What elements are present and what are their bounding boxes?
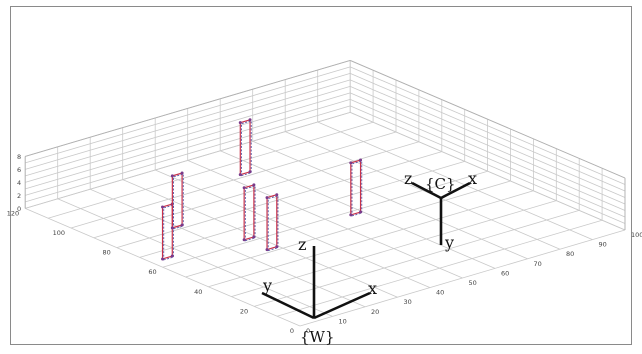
x-tick-label: 20 (371, 308, 379, 316)
rectangle-corner-marker (359, 210, 363, 214)
side-wall-grid-z (350, 86, 626, 205)
floor-grid-y (299, 229, 626, 327)
y-tick-label: 100 (53, 229, 65, 237)
rectangle-corner-marker (265, 196, 269, 200)
floor-grid-y (185, 180, 511, 278)
world-z-label: z (298, 235, 306, 254)
y-tick-label: 0 (290, 327, 294, 335)
world-frame-name: {W} (300, 328, 335, 346)
x-tick-label: 30 (404, 298, 412, 306)
rectangle-corner-marker (252, 183, 256, 187)
rectangle-corner-marker (252, 235, 256, 239)
y-tick-label: 60 (148, 268, 156, 276)
x-tick-label: 60 (501, 269, 509, 277)
side-wall-grid-z (350, 79, 626, 198)
rectangle-corner-marker (180, 223, 184, 227)
y-tick-label: 20 (240, 307, 248, 315)
floor-grid-y (231, 200, 557, 297)
y-tick-label: 80 (103, 249, 111, 257)
floor-grid-y (139, 161, 465, 258)
x-tick-label: 0 (306, 327, 310, 335)
rectangle-corner-marker (170, 254, 174, 258)
back-wall-grid-z (25, 86, 351, 183)
back-wall-grid-z (25, 99, 351, 196)
floor-grid-y (276, 219, 603, 317)
rectangle-corner-marker (161, 205, 165, 209)
rectangle-corner-marker (349, 213, 353, 217)
grid-layer (24, 59, 626, 327)
camera-x-label: x (468, 169, 477, 188)
camera-frame: x y z {C} (404, 169, 477, 252)
x-tick-label: 70 (534, 260, 542, 268)
back-wall-grid-z (25, 105, 351, 203)
rectangle-corner-marker (248, 118, 252, 122)
camera-y-label: y (444, 233, 454, 252)
back-wall-grid-z (25, 92, 351, 190)
world-frame: x y z {W} (261, 235, 377, 346)
back-wall-grid-z (25, 66, 351, 164)
floor-grid-y (254, 210, 580, 307)
rectangle-corner-marker (161, 257, 165, 261)
camera-z-axis (411, 181, 442, 200)
z-tick-label: 6 (17, 166, 21, 174)
back-wall-grid-z (25, 79, 351, 177)
z-tick-label: 4 (17, 179, 21, 187)
world-y-axis (261, 291, 315, 320)
x-tick-label: 80 (566, 250, 574, 258)
camera-z-label: z (404, 169, 412, 188)
side-wall-grid-z (350, 112, 626, 231)
rectangle-corner-marker (238, 173, 242, 177)
rectangle-corner-marker (238, 121, 242, 125)
rectangle-corner-marker (359, 158, 363, 162)
z-tick-label: 2 (17, 192, 21, 200)
floor-grid-y (47, 121, 374, 219)
floor-grid-y (93, 141, 420, 239)
side-wall-grid-z (350, 66, 626, 185)
floor-grid-y (116, 151, 442, 248)
floor-grid-y (208, 190, 534, 288)
world-x-axis (313, 291, 371, 320)
x-tick-label: 100 (631, 231, 642, 239)
camera-frame-name: {C} (425, 175, 456, 193)
rectangle-corner-marker (170, 226, 174, 230)
back-wall-grid-z (25, 73, 351, 170)
rectangle-corner-marker (349, 161, 353, 165)
rectangle-corner-marker (275, 245, 279, 249)
box-top-side-edge (350, 59, 626, 179)
world-x-label: x (368, 279, 377, 298)
side-wall-grid-z (350, 105, 626, 224)
floor-grid-y (162, 170, 488, 268)
figure-frame (10, 6, 632, 345)
back-wall-grid-z (25, 112, 351, 209)
z-tick-label: 8 (17, 153, 21, 161)
world-y-label: y (262, 276, 272, 295)
x-tick-label: 90 (599, 241, 607, 249)
side-wall-grid-z (350, 92, 626, 211)
x-tick-label: 10 (339, 317, 347, 325)
tick-labels: 0102030405060708090100020406080100120024… (7, 153, 642, 335)
x-tick-label: 50 (469, 279, 477, 287)
rectangle-corner-marker (242, 238, 246, 242)
rectangle-corner-marker (265, 248, 269, 252)
side-wall-grid-z (350, 73, 626, 192)
rectangle-corner-marker (170, 174, 174, 178)
floor-grid-y (70, 131, 397, 229)
x-tick-label: 40 (436, 289, 444, 297)
z-tick-label: 0 (17, 205, 21, 213)
y-tick-label: 120 (7, 209, 19, 217)
y-tick-label: 40 (194, 288, 202, 296)
rectangle-corner-marker (242, 186, 246, 190)
side-wall-grid-z (350, 99, 626, 218)
camera-x-axis (440, 181, 471, 200)
camera-rectangles (161, 118, 363, 261)
box-top-back-edge (25, 59, 351, 157)
rectangle-corner-marker (248, 170, 252, 174)
rectangle-corner-marker (275, 193, 279, 197)
rectangle-corner-marker (180, 171, 184, 175)
